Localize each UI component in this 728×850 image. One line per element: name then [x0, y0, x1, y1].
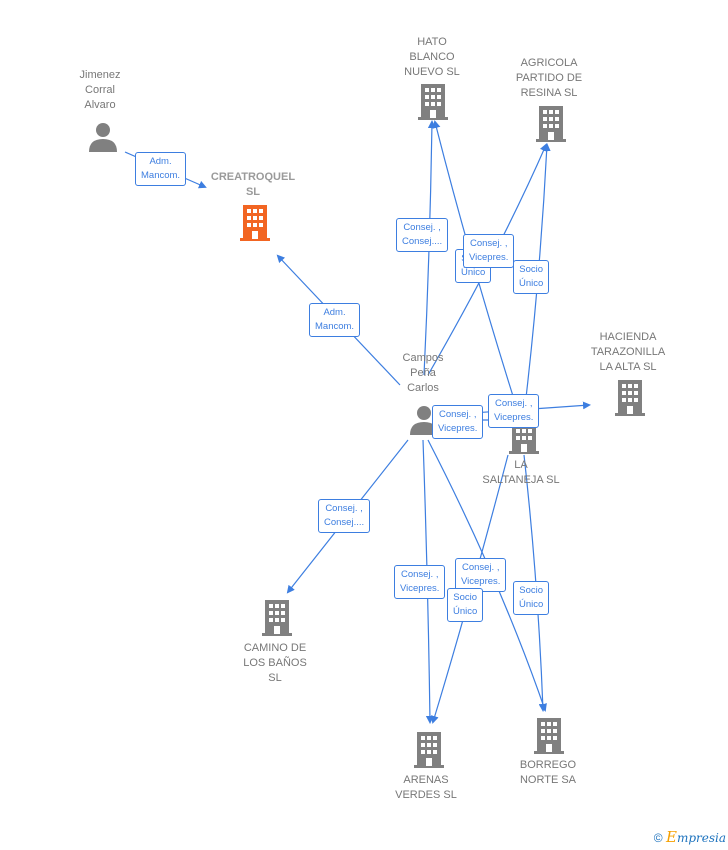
- person-icon[interactable]: [88, 122, 118, 152]
- node-label-creatroquel[interactable]: CREATROQUEL SL: [210, 171, 296, 198]
- node-label-camino[interactable]: CAMINO DE LOS BAÑOS SL: [243, 642, 307, 684]
- empresia-logo[interactable]: © Empresia: [654, 828, 726, 846]
- edge-label-campos-agricola[interactable]: Consej. , Vicepres.: [463, 234, 515, 268]
- edge-label-saltaneja-borrego[interactable]: Socio Único: [513, 581, 550, 615]
- edge-label-campos-arenas[interactable]: Consej. , Vicepres.: [394, 565, 446, 599]
- node-label-campos[interactable]: Campos Peña Carlos: [402, 352, 444, 394]
- edge-label-campos-hacienda[interactable]: Consej. , Vicepres.: [488, 394, 540, 428]
- edge-label-campos-camino[interactable]: Consej. , Consej....: [318, 499, 371, 533]
- edge-label-saltaneja-agricola[interactable]: Socio Único: [513, 260, 550, 294]
- edge-label-campos-borrego[interactable]: Consej. , Vicepres.: [455, 558, 507, 592]
- brand-initial: E: [665, 828, 677, 846]
- copyright-symbol: ©: [653, 831, 663, 845]
- node-label-jimenez[interactable]: Jimenez Corral Alvaro: [79, 69, 121, 111]
- node-label-borrego[interactable]: BORREGO NORTE SA: [519, 759, 577, 786]
- building-icon[interactable]: [534, 718, 564, 754]
- node-label-arenas[interactable]: ARENAS VERDES SL: [395, 774, 457, 801]
- edge-label-saltaneja-arenas[interactable]: Socio Único: [447, 588, 484, 622]
- building-icon[interactable]: [414, 732, 444, 768]
- building-icon-focus[interactable]: [240, 205, 270, 241]
- building-icon[interactable]: [615, 380, 645, 416]
- edge-label-campos-saltaneja[interactable]: Consej. , Vicepres.: [432, 405, 484, 439]
- building-icon[interactable]: [536, 106, 566, 142]
- node-label-hacienda[interactable]: HACIENDA TARAZONILLA LA ALTA SL: [590, 331, 666, 373]
- edge-label-campos-creatroquel[interactable]: Adm. Mancom.: [309, 303, 361, 337]
- building-icon[interactable]: [418, 84, 448, 120]
- edge-label-jimenez-creatroquel[interactable]: Adm. Mancom.: [135, 152, 187, 186]
- edge-label-campos-hato[interactable]: Consej. , Consej....: [396, 218, 449, 252]
- node-label-agricola[interactable]: AGRICOLA PARTIDO DE RESINA SL: [515, 57, 583, 99]
- building-icon[interactable]: [262, 600, 292, 636]
- node-label-hato[interactable]: HATO BLANCO NUEVO SL: [404, 36, 460, 78]
- brand-name: mpresia: [676, 831, 726, 845]
- node-label-saltaneja[interactable]: LA SALTANEJA SL: [482, 459, 560, 486]
- person-icon[interactable]: [409, 405, 439, 435]
